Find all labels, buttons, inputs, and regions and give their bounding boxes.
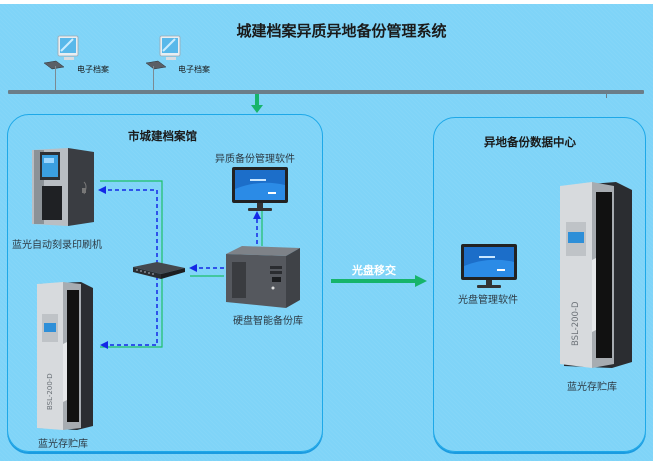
arrowhead-storage <box>100 341 108 349</box>
offsite-datacenter-title: 异地备份数据中心 <box>484 135 576 149</box>
diagram-title: 城建档案异质异地备份管理系统 <box>236 22 447 40</box>
desktop-computer-icon <box>43 35 79 70</box>
solid-link-printer <box>100 180 163 264</box>
disc-transfer-label: 光盘移交 <box>352 264 396 277</box>
bluray-storage-cabinet-icon: BSL-200-D <box>37 282 93 430</box>
right-storage-label: 蓝光存贮库 <box>567 382 617 393</box>
disc-software-label: 光盘管理软件 <box>458 295 518 306</box>
monitor-icon <box>461 244 517 288</box>
bluray-burner-printer-icon <box>32 148 94 226</box>
city-archive-title: 市城建档案馆 <box>128 129 197 143</box>
diagram-canvas: 城建档案异质异地备份管理系统 电子档案 电子档案 市城建档案馆 <box>0 4 653 461</box>
city-archive-panel <box>7 114 323 452</box>
solid-link-storage <box>100 274 163 348</box>
left-storage-label: 蓝光存贮库 <box>38 439 88 450</box>
arrowhead-switch <box>189 264 197 272</box>
arrowhead-monitor <box>253 211 261 219</box>
disk-server-icon <box>226 246 300 308</box>
network-switch-icon <box>133 262 185 279</box>
storage-model-text: BSL-200-D <box>46 373 54 410</box>
client-connector <box>153 66 154 91</box>
connection-lines <box>98 180 263 349</box>
printer-label: 蓝光自动刻录印刷机 <box>12 240 102 251</box>
dashed-link-storage <box>106 276 158 346</box>
bluray-storage-cabinet-icon: BSL-200-D <box>560 182 632 368</box>
heterogeneous-software-label: 异质备份管理软件 <box>215 154 295 165</box>
network-bus <box>8 90 644 94</box>
client-label: 电子档案 <box>77 65 109 74</box>
monitor-icon <box>232 167 288 211</box>
arrow-right-icon <box>331 275 427 287</box>
arrow-down-icon <box>251 94 263 113</box>
storage-model-text: BSL-200-D <box>571 301 581 346</box>
client-connector <box>55 66 56 91</box>
arrowhead-printer <box>98 186 106 194</box>
offsite-datacenter-panel <box>433 117 646 452</box>
dashed-link-printer <box>104 189 158 264</box>
bus-terminator <box>606 93 607 98</box>
disk-server-label: 硬盘智能备份库 <box>233 316 303 327</box>
desktop-computer-icon <box>145 35 181 70</box>
client-label: 电子档案 <box>178 65 210 74</box>
